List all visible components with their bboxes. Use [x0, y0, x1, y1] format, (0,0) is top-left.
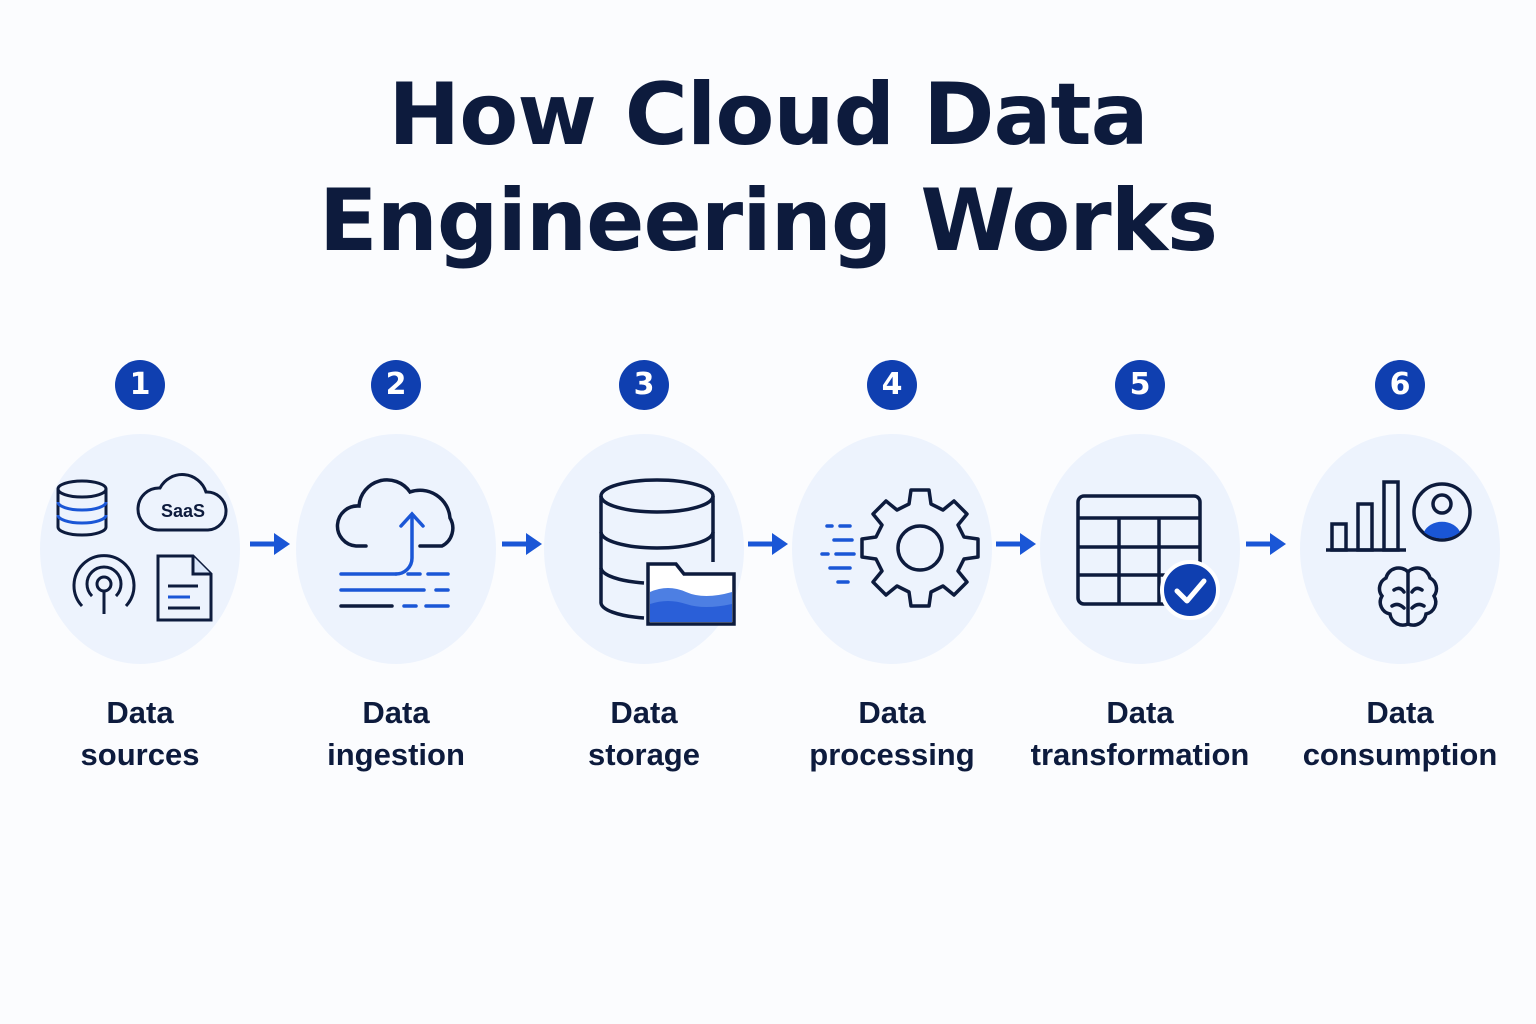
- step-label-line-1: Data: [1366, 695, 1434, 730]
- step-label: Data ingestion: [276, 692, 516, 776]
- iot-signal-icon: [72, 554, 136, 614]
- bar-chart-icon: [1326, 480, 1406, 552]
- data-sources-icon-group: SaaS: [56, 473, 228, 622]
- title-line-2: Engineering Works: [318, 171, 1218, 271]
- saas-cloud-icon: SaaS: [136, 473, 228, 532]
- user-avatar-icon: [1412, 482, 1472, 542]
- step-label-line-1: Data: [362, 695, 430, 730]
- step-label-line-2: transformation: [1030, 737, 1250, 772]
- step-label: Data sources: [20, 692, 260, 776]
- step-label-line-1: Data: [858, 695, 926, 730]
- data-consumption-icon-group: [1326, 480, 1472, 627]
- step-icon-bubble: [296, 434, 496, 664]
- step-data-processing: 4 Data processing: [772, 360, 1012, 780]
- arrow-right-icon: [996, 533, 1036, 555]
- step-label-line-2: consumption: [1302, 737, 1498, 772]
- step-label: Data consumption: [1280, 692, 1520, 776]
- cloud-upload-icon: [335, 478, 455, 576]
- step-data-ingestion: 2 Data ingestion: [276, 360, 516, 780]
- step-number-badge: 5: [1115, 360, 1165, 410]
- database-icon: [56, 479, 108, 537]
- step-number-badge: 1: [115, 360, 165, 410]
- arrow-right-icon: [502, 533, 542, 555]
- step-number-badge: 2: [371, 360, 421, 410]
- data-processing-icon-group: [820, 488, 980, 608]
- step-label: Data processing: [772, 692, 1012, 776]
- step-label-line-2: storage: [588, 737, 700, 772]
- arrow-right-icon: [748, 533, 788, 555]
- step-data-consumption: 6 Data consump: [1280, 360, 1520, 780]
- step-label-line-1: Data: [1106, 695, 1174, 730]
- step-label: Data transformation: [1020, 692, 1260, 776]
- step-label-line-2: processing: [809, 737, 975, 772]
- brain-icon: [1377, 566, 1439, 627]
- step-label-line-2: ingestion: [327, 737, 465, 772]
- page-title: How Cloud Data Engineering Works: [0, 62, 1536, 274]
- step-data-sources: 1 SaaS: [20, 360, 260, 780]
- step-icon-bubble: [792, 434, 992, 664]
- arrow-right-icon: [250, 533, 290, 555]
- step-data-transformation: 5 Data transformation: [1020, 360, 1260, 780]
- saas-label: SaaS: [161, 501, 205, 521]
- checkmark-badge-icon: [1160, 560, 1220, 620]
- step-data-storage: 3 Data storage: [524, 360, 764, 780]
- step-icon-bubble: [1040, 434, 1240, 664]
- title-line-1: How Cloud Data: [388, 65, 1148, 165]
- step-number-badge: 3: [619, 360, 669, 410]
- step-number-badge: 4: [867, 360, 917, 410]
- speed-lines-icon: [820, 524, 856, 584]
- data-ingestion-icon-group: [335, 478, 455, 608]
- folder-icon: [646, 562, 736, 626]
- step-label: Data storage: [524, 692, 764, 776]
- gear-icon: [860, 488, 980, 608]
- step-icon-bubble: [1300, 434, 1500, 664]
- step-icon-bubble: [544, 434, 744, 664]
- data-transformation-icon-group: [1076, 494, 1220, 620]
- step-label-line-1: Data: [610, 695, 678, 730]
- database-icon: [599, 478, 715, 620]
- step-label-line-2: sources: [80, 737, 200, 772]
- document-icon: [156, 554, 213, 622]
- arrow-right-icon: [1246, 533, 1286, 555]
- step-number-badge: 6: [1375, 360, 1425, 410]
- table-icon: [1076, 494, 1202, 606]
- step-label-line-1: Data: [106, 695, 174, 730]
- data-stream-lines-icon: [339, 572, 450, 608]
- step-icon-bubble: SaaS: [40, 434, 240, 664]
- data-storage-icon-group: [599, 478, 736, 626]
